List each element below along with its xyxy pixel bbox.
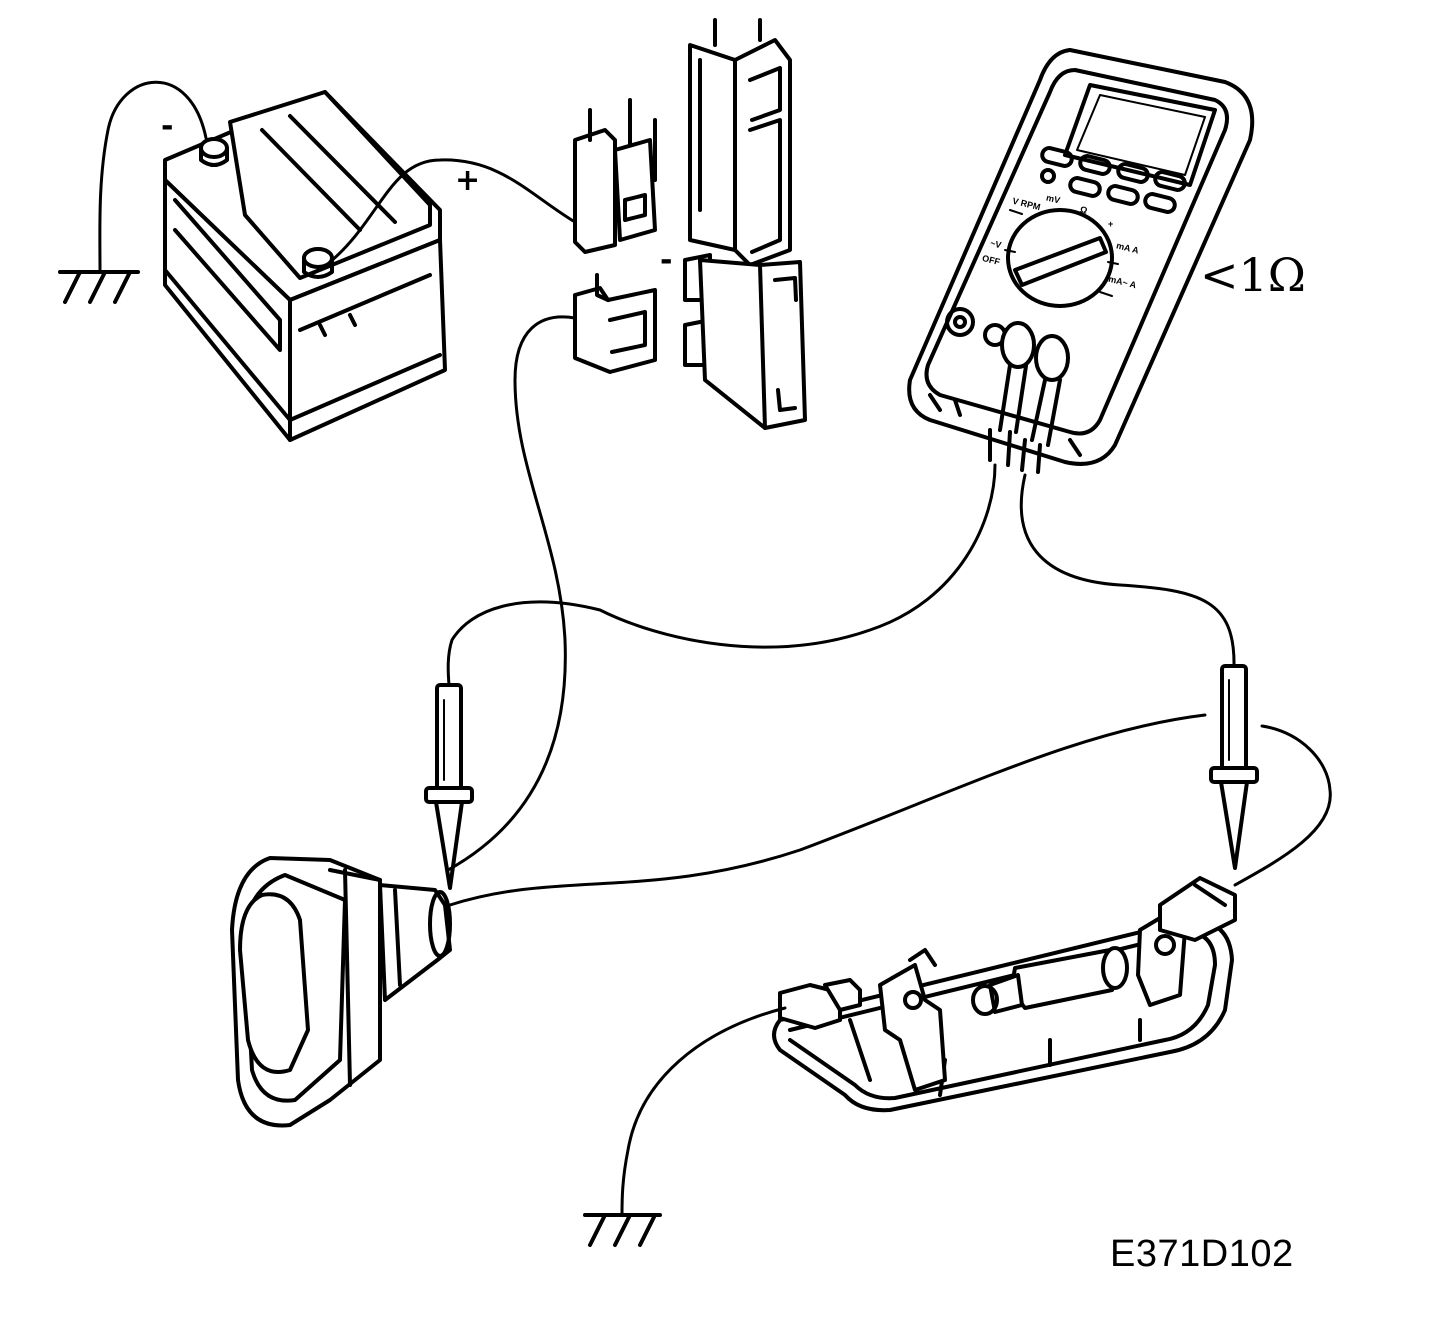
battery-negative-label: - [161,109,174,144]
wire-battery-positive-fuse [328,158,577,264]
fuse-minus-label: - [660,243,673,278]
figure-reference-code: E371D102 [1110,1233,1294,1275]
wire-lamp-ground [620,1006,787,1217]
test-probe-right [1209,664,1259,870]
wire-switch-lamp [448,713,1207,907]
multimeter [907,48,1255,474]
wire-battery-negative-ground [98,80,208,272]
wire-lamp-right [1233,724,1332,887]
ground-symbol-bottom [583,1213,662,1247]
battery-positive-label: + [455,163,481,198]
wire-fuse-switch [446,315,577,872]
fuse-box [573,18,807,430]
wiring [98,80,1332,1217]
rocker-switch [230,856,452,1128]
ground-symbol-top [58,270,140,304]
wire-meter-left-probe [446,463,997,687]
wire-meter-right-probe [1019,473,1236,668]
dial-label-capacitance: + [1108,219,1114,229]
test-probe-left [424,683,474,890]
resistance-reading: <1Ω [1200,248,1306,302]
battery [163,90,447,442]
lamp-housing [772,876,1237,1113]
